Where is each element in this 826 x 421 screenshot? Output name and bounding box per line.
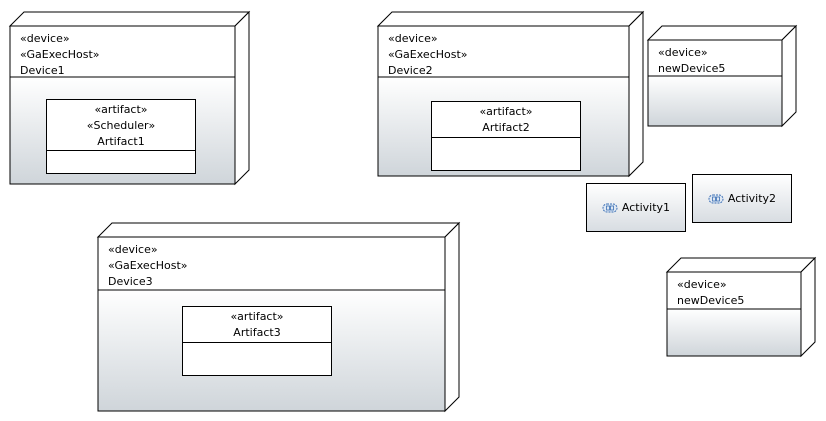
node-name: Device1 xyxy=(20,64,65,77)
node-newdevice5-top[interactable]: «device» newDevice5 xyxy=(648,40,782,126)
stereotype-artifact: «artifact» xyxy=(230,310,284,323)
artifact-name: Artifact2 xyxy=(482,121,530,134)
stereotype-device: «device» xyxy=(388,32,438,45)
artifact-header: «artifact» «Scheduler» Artifact1 xyxy=(47,100,195,151)
node-device3[interactable]: «device» «GaExecHost» Device3 «artifact»… xyxy=(98,237,445,411)
artifact-name: Artifact1 xyxy=(97,135,145,148)
activity-activity1[interactable]: Activity1 xyxy=(586,183,686,232)
node-label: «device» «GaExecHost» Device3 xyxy=(108,242,188,290)
activity-icon xyxy=(708,194,724,203)
node-name: Device3 xyxy=(108,275,153,288)
stereotype-artifact: «artifact» xyxy=(479,105,533,118)
stereotype-gaexechost: «GaExecHost» xyxy=(388,48,468,61)
artifact-header: «artifact» Artifact2 xyxy=(432,102,580,138)
stereotype-device: «device» xyxy=(677,278,727,291)
artifact-header: «artifact» Artifact3 xyxy=(183,307,331,343)
activity-activity2[interactable]: Activity2 xyxy=(692,174,792,223)
node-label: «device» «GaExecHost» Device1 xyxy=(20,31,100,79)
stereotype-scheduler: «Scheduler» xyxy=(86,119,156,132)
activity-name: Activity2 xyxy=(727,192,777,205)
activity-icon xyxy=(602,203,618,212)
activity-name: Activity1 xyxy=(621,201,671,214)
stereotype-gaexechost: «GaExecHost» xyxy=(108,259,188,272)
node-name: newDevice5 xyxy=(677,294,745,307)
node-label: «device» newDevice5 xyxy=(677,277,744,309)
node-device2[interactable]: «device» «GaExecHost» Device2 «artifact»… xyxy=(378,26,629,176)
node-device1[interactable]: «device» «GaExecHost» Device1 «artifact»… xyxy=(10,26,235,184)
artifact-artifact1[interactable]: «artifact» «Scheduler» Artifact1 xyxy=(46,99,196,174)
node-name: newDevice5 xyxy=(658,62,726,75)
stereotype-artifact: «artifact» xyxy=(94,103,148,116)
artifact-artifact2[interactable]: «artifact» Artifact2 xyxy=(431,101,581,171)
artifact-name: Artifact3 xyxy=(233,326,281,339)
artifact-artifact3[interactable]: «artifact» Artifact3 xyxy=(182,306,332,376)
stereotype-device: «device» xyxy=(108,243,158,256)
stereotype-device: «device» xyxy=(658,46,708,59)
node-label: «device» newDevice5 xyxy=(658,45,725,77)
node-label: «device» «GaExecHost» Device2 xyxy=(388,31,468,79)
node-name: Device2 xyxy=(388,64,433,77)
stereotype-device: «device» xyxy=(20,32,70,45)
stereotype-gaexechost: «GaExecHost» xyxy=(20,48,100,61)
node-newdevice5-bottom[interactable]: «device» newDevice5 xyxy=(667,272,801,356)
